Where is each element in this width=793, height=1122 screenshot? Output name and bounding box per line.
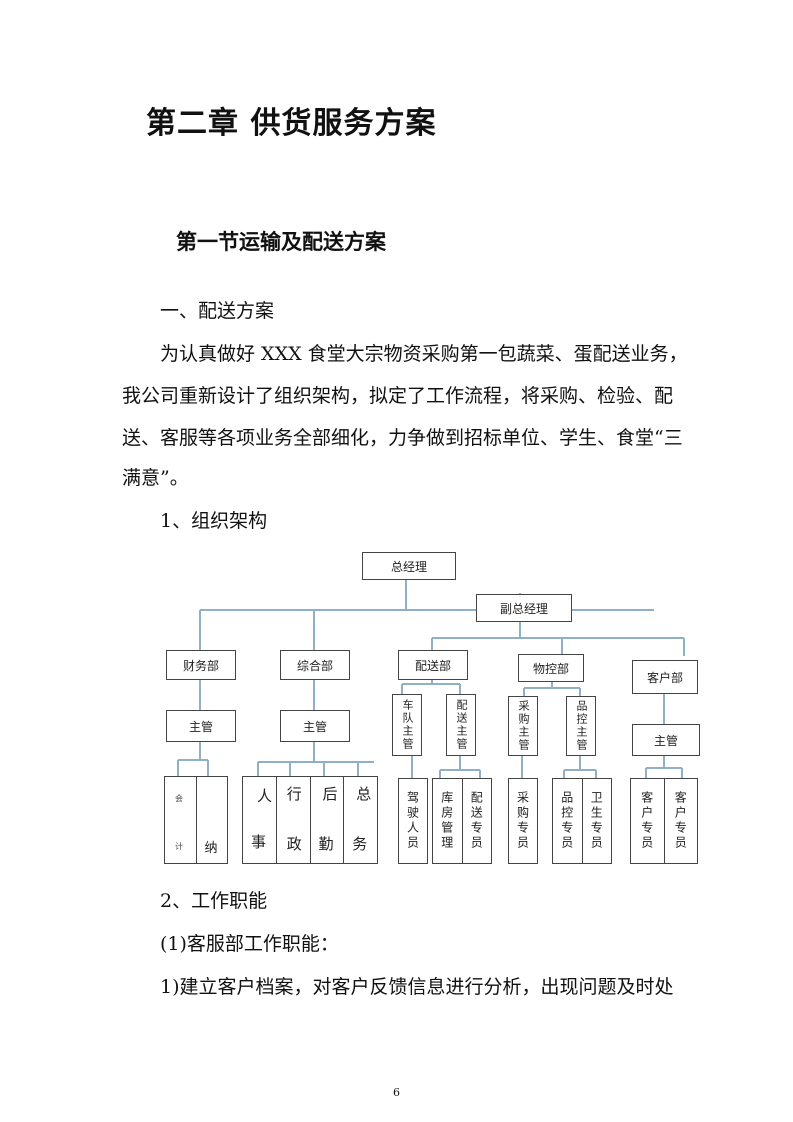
cashier-char: 纳 [204,841,218,856]
sub-sub-item-1: 1)建立客户档案，对客户反馈信息进行分析，出现问题及时处 [160,976,674,998]
paragraph-line-4: 满意”。 [122,467,189,489]
box-general-dept: 综合部 [280,650,350,680]
cell-customer-staff-1: 客户专员 [631,779,665,863]
page-number: 6 [393,1086,400,1099]
org-chart: 总经理 副总经理 财务部 综合部 配送部 物控部 客户部 主管 主管 车队主管 … [160,548,712,872]
box-finance-staff-group: 会 计 纳 [164,776,228,864]
sub-item-customer-service: (1)客服部工作职能： [160,933,339,955]
box-fleet-supervisor: 车队主管 [392,694,422,756]
hr-bottom-char: 事 [251,833,267,851]
box-finance-supervisor: 主管 [166,710,236,742]
box-delivery-dept: 配送部 [398,650,468,680]
org-chart-connectors [177,578,685,778]
box-finance-dept: 财务部 [166,650,236,680]
chapter-title: 第二章 供货服务方案 [146,106,437,141]
box-vice-general-manager: 副总经理 [476,594,572,622]
cell-hygiene-staff: 卫生专员 [589,791,604,851]
box-purchase-supervisor: 采购主管 [508,696,538,756]
admin-cell: 行 政 [277,777,311,863]
cell-qc-staff: 品控专员 [553,779,583,863]
cell-customer-staff-2: 客户专员 [673,791,688,851]
hr-cell: 人 事 [243,777,277,863]
logistics-cell: 后 勤 [311,777,345,863]
finance-accounting-cell: 会 计 [165,777,197,863]
section-title: 第一节运输及配送方案 [176,229,386,254]
admin-top-char: 行 [286,785,302,803]
box-driver: 驾驶人员 [398,778,428,864]
affairs-bottom-char: 务 [352,835,368,853]
finance-cashier-cell: 纳 [197,777,228,863]
box-qc-staff-group: 品控专员 卫生专员 [552,778,612,864]
paragraph-line-3: 送、客服等各项业务全部细化，力争做到招标单位、学生、食堂“三 [122,427,683,449]
box-general-supervisor: 主管 [280,710,350,742]
box-purchaser: 采购专员 [508,778,538,864]
box-qc-supervisor: 品控主管 [566,696,596,756]
paragraph-line-1: 为认真做好 XXX 食堂大宗物资采购第一包蔬菜、蛋配送业务， [160,343,688,365]
affairs-cell: 总 务 [344,777,377,863]
paragraph-line-2: 我公司重新设计了组织架构，拟定了工作流程，将采购、检验、配 [122,385,674,407]
accounting-top-char: 会 [175,794,183,803]
cell-warehouse: 库房管理 [433,779,463,863]
box-customer-staff-group: 客户专员 客户专员 [630,778,698,864]
box-general-staff-group: 人 事 行 政 后 勤 总 务 [242,776,378,864]
item-org-structure: 1、组织架构 [160,510,268,532]
box-customer-supervisor: 主管 [632,724,700,756]
box-customer-dept: 客户部 [632,660,698,694]
box-control-dept: 物控部 [518,654,584,682]
subheading-delivery-plan: 一、配送方案 [160,300,275,322]
box-general-manager: 总经理 [362,552,456,580]
item-work-functions: 2、工作职能 [160,890,268,912]
admin-bottom-char: 政 [286,835,302,853]
cell-delivery-staff: 配送专员 [469,791,484,851]
box-delivery-supervisor: 配送主管 [446,694,476,756]
box-delivery-staff-group: 库房管理 配送专员 [432,778,492,864]
logistics-top-char: 后 [322,785,338,803]
affairs-top-char: 总 [356,785,372,803]
hr-top-char: 人 [257,787,273,805]
accounting-bottom-char: 计 [175,842,183,851]
logistics-bottom-char: 勤 [318,835,334,853]
